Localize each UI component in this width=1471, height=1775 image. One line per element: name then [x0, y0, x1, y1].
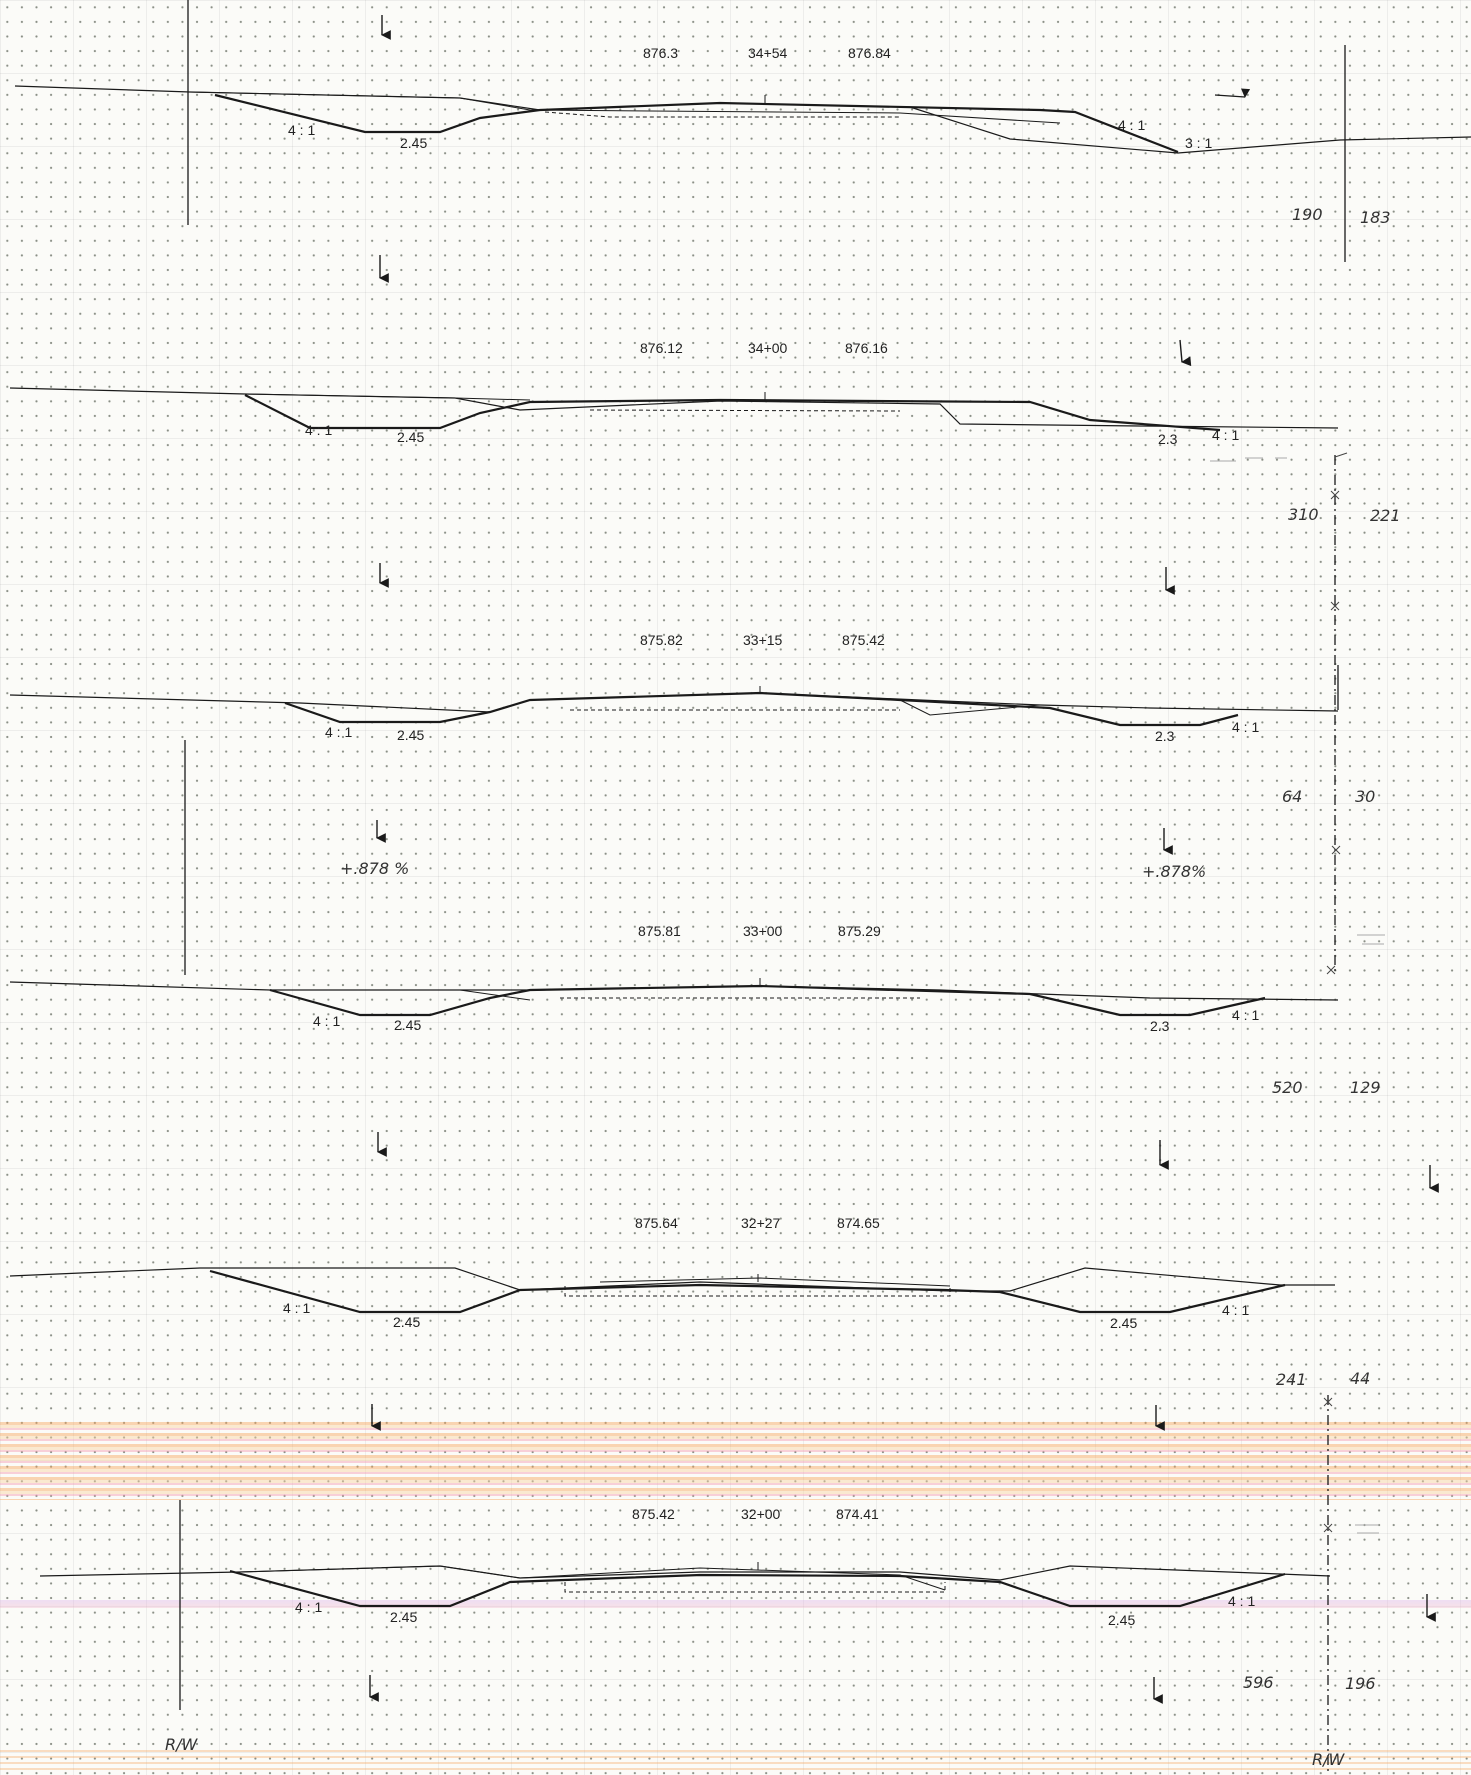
- section-33-15: [9, 691, 1339, 727]
- scan-streak: [0, 1750, 1471, 1772]
- right-slope-ratio: 4 : 1: [1118, 117, 1145, 133]
- faint-notes: [1210, 457, 1385, 1534]
- left-slope-ratio: 4 : 1: [288, 122, 315, 138]
- right-slope-ratio: 4 : 1: [1232, 1007, 1259, 1023]
- left-elevation: 876.3: [643, 45, 678, 61]
- scan-streak: [0, 1600, 1471, 1608]
- right-ditch-depth: 2.3: [1158, 431, 1178, 447]
- rw-right-label: R/W: [1312, 1750, 1346, 1769]
- flow-arrows: [369, 15, 1439, 1704]
- section-33-00: [9, 981, 1339, 1017]
- station-marks: [1323, 452, 1348, 1533]
- left-ditch-depth: 2.45: [397, 727, 424, 743]
- grade-left: +.878 %: [340, 859, 409, 878]
- section-34-54: [14, 85, 1471, 154]
- area-left: 241: [1276, 1370, 1307, 1389]
- centerline-ticks: [757, 95, 766, 1570]
- left-elevation: 876.12: [640, 340, 683, 356]
- right-elevation: 874.41: [836, 1506, 879, 1522]
- station-label: 34+54: [748, 45, 788, 61]
- reference-verticals: [179, 0, 1346, 1775]
- left-slope-ratio: 4 : 1: [313, 1013, 340, 1029]
- grade-right: +.878%: [1142, 862, 1206, 881]
- area-right: 221: [1370, 506, 1401, 525]
- station-label: 33+15: [743, 632, 783, 648]
- right-slope-ratio: 4 : 1: [1212, 427, 1239, 443]
- area-left: 596: [1243, 1673, 1274, 1692]
- left-slope-ratio: 4 : 1: [325, 724, 352, 740]
- left-slope-ratio: 4 : 1: [283, 1300, 310, 1316]
- area-right: 129: [1350, 1078, 1381, 1097]
- right-elevation: 876.84: [848, 45, 891, 61]
- area-right: 196: [1345, 1674, 1376, 1693]
- right-slope-ratio-2: 3 : 1: [1185, 135, 1212, 151]
- section-32-00: [39, 1565, 1331, 1608]
- left-slope-ratio: 4 : 1: [305, 422, 332, 438]
- scan-streak: [0, 1422, 1471, 1500]
- right-ditch-depth: 2.3: [1150, 1018, 1170, 1034]
- right-ditch-depth: 2.3: [1155, 728, 1175, 744]
- right-elevation: 876.16: [845, 340, 888, 356]
- area-left: 310: [1288, 505, 1319, 524]
- area-left: 64: [1282, 787, 1302, 806]
- area-right: 183: [1360, 208, 1391, 227]
- right-slope-ratio: 4 : 1: [1232, 719, 1259, 735]
- right-elevation: 874.65: [837, 1215, 880, 1231]
- rw-left-label: R/W: [165, 1735, 199, 1754]
- area-right: 30: [1355, 787, 1375, 806]
- station-label: 32+27: [741, 1215, 781, 1231]
- left-slope-ratio: 4 : 1: [295, 1599, 322, 1615]
- section-32-27: [9, 1267, 1335, 1314]
- area-left: 190: [1292, 205, 1323, 224]
- section-34-00: [9, 387, 1339, 432]
- right-ditch-depth: 2.45: [1110, 1315, 1137, 1331]
- left-ditch-depth: 2.45: [397, 429, 424, 445]
- area-right: 44: [1350, 1369, 1370, 1388]
- right-slope-ratio: 4 : 1: [1222, 1302, 1249, 1318]
- station-label: 33+00: [743, 923, 783, 939]
- left-ditch-depth: 2.45: [390, 1609, 417, 1625]
- left-elevation: 875.64: [635, 1215, 678, 1231]
- area-left: 520: [1272, 1078, 1303, 1097]
- right-slope-ratio: 4 : 1: [1228, 1593, 1255, 1609]
- left-ditch-depth: 2.45: [393, 1314, 420, 1330]
- left-elevation: 875.82: [640, 632, 683, 648]
- right-elevation: 875.29: [838, 923, 881, 939]
- left-elevation: 875.81: [638, 923, 681, 939]
- right-elevation: 875.42: [842, 632, 885, 648]
- station-label: 32+00: [741, 1506, 781, 1522]
- station-label: 34+00: [748, 340, 788, 356]
- left-ditch-depth: 2.45: [394, 1017, 421, 1033]
- right-ditch-depth: 2.45: [1108, 1612, 1135, 1628]
- left-elevation: 875.42: [632, 1506, 675, 1522]
- left-ditch-depth: 2.45: [400, 135, 427, 151]
